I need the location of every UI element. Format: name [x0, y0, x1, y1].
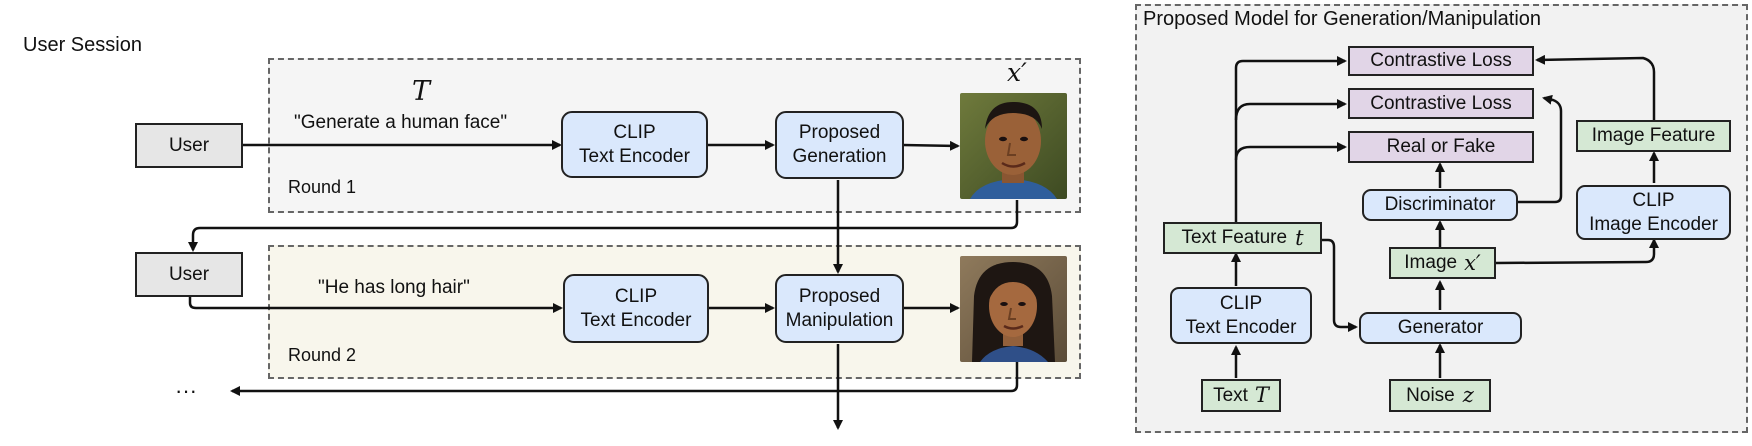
arrow-face1-user2 — [188, 200, 1019, 252]
model-panel-title: Proposed Model for Generation/Manipulati… — [1143, 8, 1542, 30]
arrow-textfeat-cl1 — [1234, 56, 1347, 225]
proposed-manipulation-box: Proposed Manipulation — [775, 274, 904, 343]
noise-input-symbol: z — [1462, 383, 1474, 408]
text-input-box: Text T — [1201, 379, 1281, 412]
arrow-user2-encoder2 — [188, 297, 563, 313]
contrastive-loss-2: Contrastive Loss — [1348, 88, 1534, 119]
arrow-gen-face1 — [902, 140, 960, 151]
user-box-round1: User — [135, 123, 243, 168]
arrow-disc-cl2 — [1518, 94, 1563, 204]
prompt-round2: "He has long hair" — [318, 277, 470, 298]
text-feature-box: Text Feature t — [1163, 222, 1322, 254]
text-feature-symbol: t — [1295, 225, 1304, 250]
user-box-round2: User — [135, 252, 243, 297]
round1-label: Round 1 — [288, 177, 357, 197]
discriminator-box: Discriminator — [1362, 189, 1518, 221]
face-photo-icon — [960, 256, 1067, 362]
arrow-imgfeat-cl1 — [1535, 54, 1656, 120]
contrastive-loss-1: Contrastive Loss — [1348, 46, 1534, 76]
image-xprime-box: Image x′ — [1389, 247, 1496, 279]
image-label: Image — [1404, 252, 1458, 274]
noise-input-box: Noise z — [1389, 379, 1491, 412]
text-input-symbol: T — [1254, 383, 1269, 408]
image-symbol: x′ — [1464, 250, 1481, 275]
noise-input-label: Noise — [1406, 384, 1455, 406]
arrow-textfeat-cl2 — [1234, 99, 1347, 121]
clip-text-encoder-round2: CLIP Text Encoder — [563, 274, 709, 343]
face-photo-icon — [960, 93, 1067, 199]
text-feature-label: Text Feature — [1181, 227, 1288, 249]
clip-image-encoder-box: CLIP Image Encoder — [1576, 185, 1731, 240]
round2-label: Round 2 — [288, 345, 357, 365]
proposed-generation-box: Proposed Generation — [775, 111, 904, 179]
arrow-textfeat-rf — [1234, 142, 1347, 161]
real-or-fake-box: Real or Fake — [1348, 131, 1534, 163]
clip-text-encoder-round1: CLIP Text Encoder — [561, 111, 708, 178]
generator-box: Generator — [1359, 312, 1522, 344]
prompt-round1: "Generate a human face" — [294, 112, 508, 133]
text-input-label: Text — [1213, 384, 1248, 406]
session-title: User Session — [23, 34, 142, 56]
arrow-textfeat-gen — [1322, 238, 1358, 332]
arrow-face2-ellipsis — [230, 362, 1019, 396]
t-symbol: T — [412, 76, 431, 107]
xprime-symbol: x′ — [1007, 58, 1027, 87]
clip-text-encoder-model: CLIP Text Encoder — [1170, 287, 1312, 344]
image-feature-box: Image Feature — [1576, 120, 1731, 152]
arrow-image-imgenc — [1495, 238, 1659, 265]
ellipsis: ··· — [175, 378, 197, 403]
